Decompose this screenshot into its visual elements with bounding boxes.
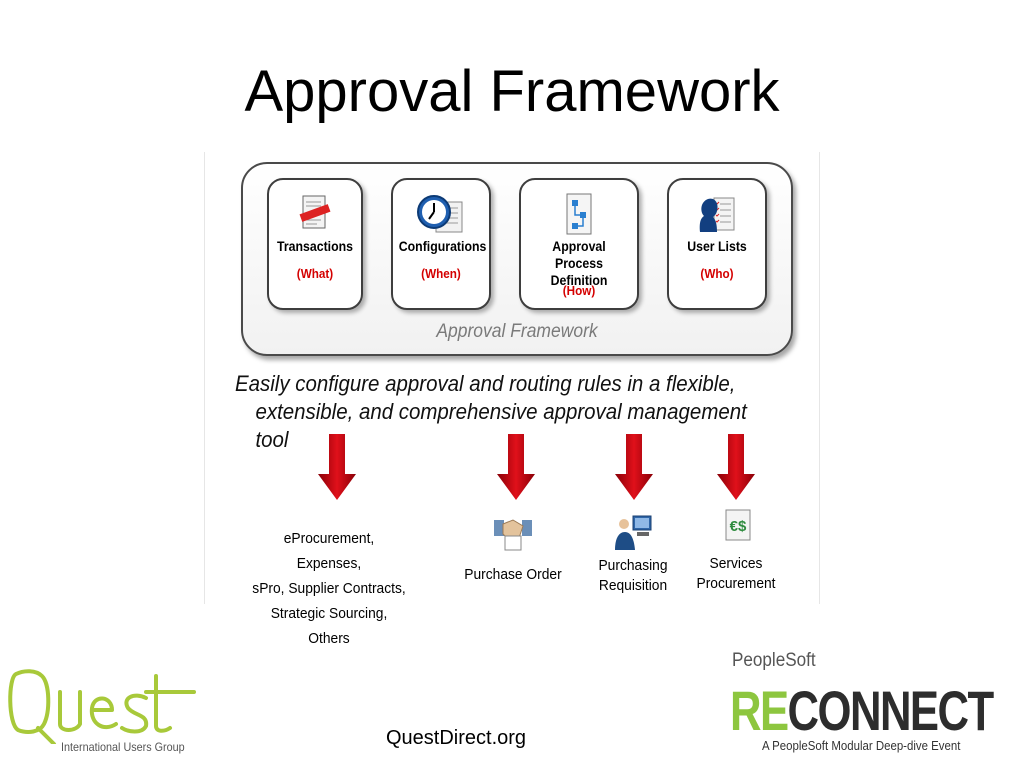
- reconnect-tagline: A PeopleSoft Modular Deep-dive Event: [762, 738, 961, 753]
- clock-settings-icon: [417, 195, 463, 233]
- quest-subtitle: International Users Group: [61, 740, 185, 754]
- description-line2: extensible, and comprehensive approval m…: [255, 399, 747, 452]
- destination-line: Purchasing: [598, 557, 668, 574]
- destination-line: Procurement: [696, 575, 776, 592]
- down-arrow-icon: [615, 434, 653, 500]
- peoplesoft-brand: PeopleSoft: [732, 650, 816, 671]
- transactions-role: (What): [296, 266, 334, 281]
- quest-wordmark: Quest: [8, 669, 196, 746]
- svg-text:€$: €$: [730, 518, 747, 535]
- destination-line: Purchase Order: [464, 566, 562, 583]
- approval-framework-diagram: Transactions (What) Configurations (When…: [204, 152, 820, 647]
- reconnect-part-re: RE: [730, 679, 789, 742]
- approval-process-role: (How): [562, 283, 596, 298]
- computer-user-icon: [615, 515, 652, 550]
- footer-url: QuestDirect.org: [386, 727, 527, 749]
- configurations-role: (When): [421, 266, 461, 281]
- user-lists-role: (Who): [700, 266, 734, 281]
- quest-logo-text: Quest: [8, 740, 11, 743]
- user-list-icon: [699, 197, 735, 232]
- destination-purchasing-requisition: Purchasing Requisition: [587, 556, 679, 596]
- approval-process-label: Approval Process Definition: [528, 238, 630, 289]
- destination-purchase-order: Purchase Order: [458, 562, 568, 587]
- approval-process-definition-card: Approval Process Definition (How): [519, 178, 639, 310]
- down-arrow-icon: [497, 434, 535, 500]
- description-line1: Easily configure approval and routing ru…: [235, 371, 736, 396]
- peoplesoft-reconnect-logo: PeopleSoft RECONNECT A PeopleSoft Modula…: [730, 650, 1020, 760]
- approval-process-label-line1: Approval Process: [552, 238, 606, 271]
- transactions-card: Transactions (What): [267, 178, 363, 310]
- approval-process-label-line2: Definition: [550, 272, 608, 288]
- framework-container: Transactions (What) Configurations (When…: [241, 162, 793, 356]
- configurations-label: Configurations: [398, 238, 487, 254]
- destination-line: Services: [709, 555, 763, 572]
- process-flow-icon: [566, 193, 592, 235]
- reconnect-part-connect: CONNECT: [787, 679, 995, 742]
- quest-logo: Quest International Users Group: [8, 668, 198, 754]
- user-lists-label: User Lists: [687, 238, 747, 254]
- destination-line: eProcurement, Expenses,: [283, 530, 375, 572]
- currency-document-icon: €$: [725, 509, 751, 541]
- framework-description: Easily configure approval and routing ru…: [235, 370, 756, 454]
- page-title: Approval Framework: [244, 59, 780, 124]
- destination-line: Strategic Sourcing, Others: [270, 605, 388, 647]
- handshake-icon: [494, 519, 532, 551]
- destination-services-procurement: Services Procurement: [695, 554, 778, 594]
- down-arrow-icon: [717, 434, 755, 500]
- down-arrow-icon: [318, 434, 356, 500]
- destination-line: sPro, Supplier Contracts,: [252, 580, 406, 597]
- transactions-label: Transactions: [276, 238, 354, 254]
- destination-line: Requisition: [598, 577, 668, 594]
- framework-label: Approval Framework: [436, 321, 598, 342]
- destination-eprocurement: eProcurement, Expenses, sPro, Supplier C…: [250, 526, 408, 651]
- user-lists-card: User Lists (Who): [667, 178, 767, 310]
- configurations-card: Configurations (When): [391, 178, 491, 310]
- document-stamp-icon: [299, 195, 331, 229]
- reconnect-wordmark: RECONNECT: [730, 678, 995, 743]
